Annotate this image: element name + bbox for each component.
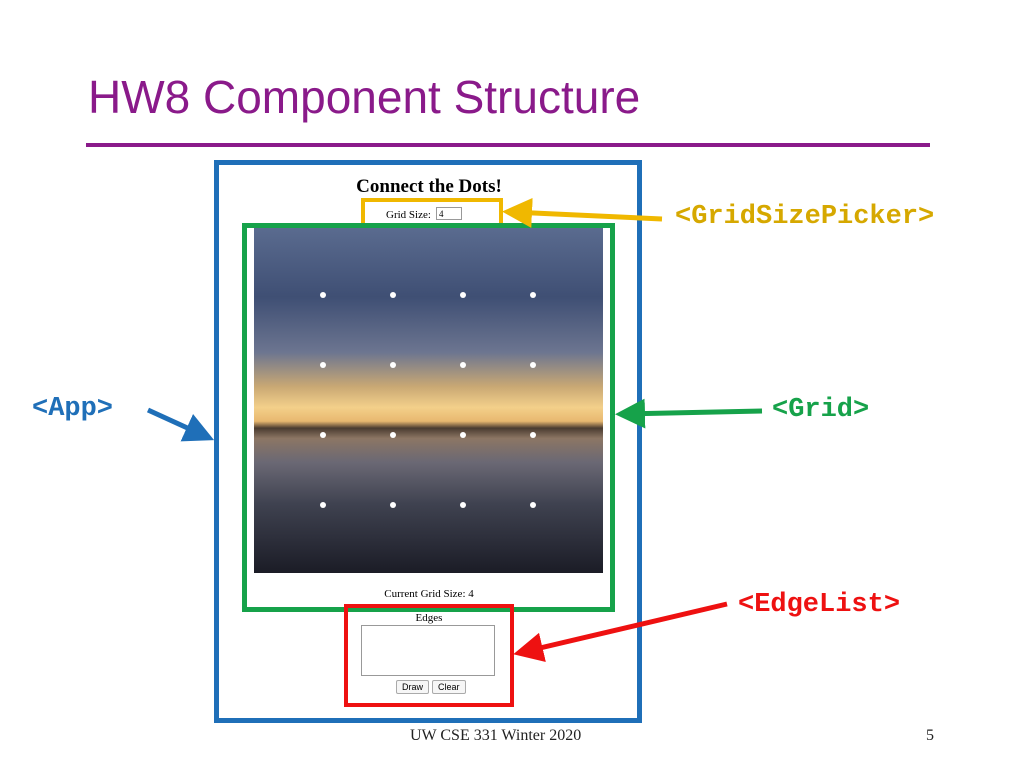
grid-dot — [320, 432, 326, 438]
grid-dot — [390, 292, 396, 298]
grid-component-frame — [242, 223, 615, 612]
current-grid-size-text: Current Grid Size: 4 — [384, 588, 474, 600]
grid-dot — [390, 502, 396, 508]
app-arrow — [146, 407, 215, 442]
slide-title: HW8 Component Structure — [88, 71, 641, 123]
edges-label: Edges — [415, 612, 443, 624]
grid-dot — [320, 362, 326, 368]
edge-list-frame — [344, 604, 514, 707]
grid-dot — [390, 432, 396, 438]
grid-dot — [320, 502, 326, 508]
title-rule — [86, 143, 930, 147]
grid-dot — [320, 292, 326, 298]
grid-callout: <Grid> — [772, 395, 870, 425]
grid-dot — [530, 502, 536, 508]
grid-dot — [390, 362, 396, 368]
sunset-photo — [254, 228, 603, 573]
grid-size-label: Grid Size: — [386, 209, 431, 221]
grid-dot — [530, 292, 536, 298]
footer-text: UW CSE 331 Winter 2020 — [410, 727, 582, 744]
grid-size-input[interactable]: 4 — [436, 207, 462, 220]
edges-textarea[interactable] — [361, 625, 495, 676]
grid-dot — [460, 362, 466, 368]
grid-dot — [460, 432, 466, 438]
clear-button[interactable]: Clear — [432, 680, 466, 694]
grid-arrow — [615, 398, 763, 429]
grid-size-picker-callout: <GridSizePicker> — [675, 202, 935, 232]
grid-dot — [530, 432, 536, 438]
grid-dots — [320, 292, 536, 508]
grid-dot — [460, 292, 466, 298]
draw-button[interactable]: Draw — [396, 680, 430, 694]
grid-dot — [530, 362, 536, 368]
app-component-frame — [214, 160, 642, 723]
edge-list-callout: <EdgeList> — [738, 590, 901, 620]
page-number: 5 — [926, 727, 934, 744]
app-heading: Connect the Dots! — [356, 176, 502, 197]
grid-canvas[interactable] — [254, 228, 603, 573]
app-callout: <App> — [32, 394, 114, 424]
grid-dot — [460, 502, 466, 508]
